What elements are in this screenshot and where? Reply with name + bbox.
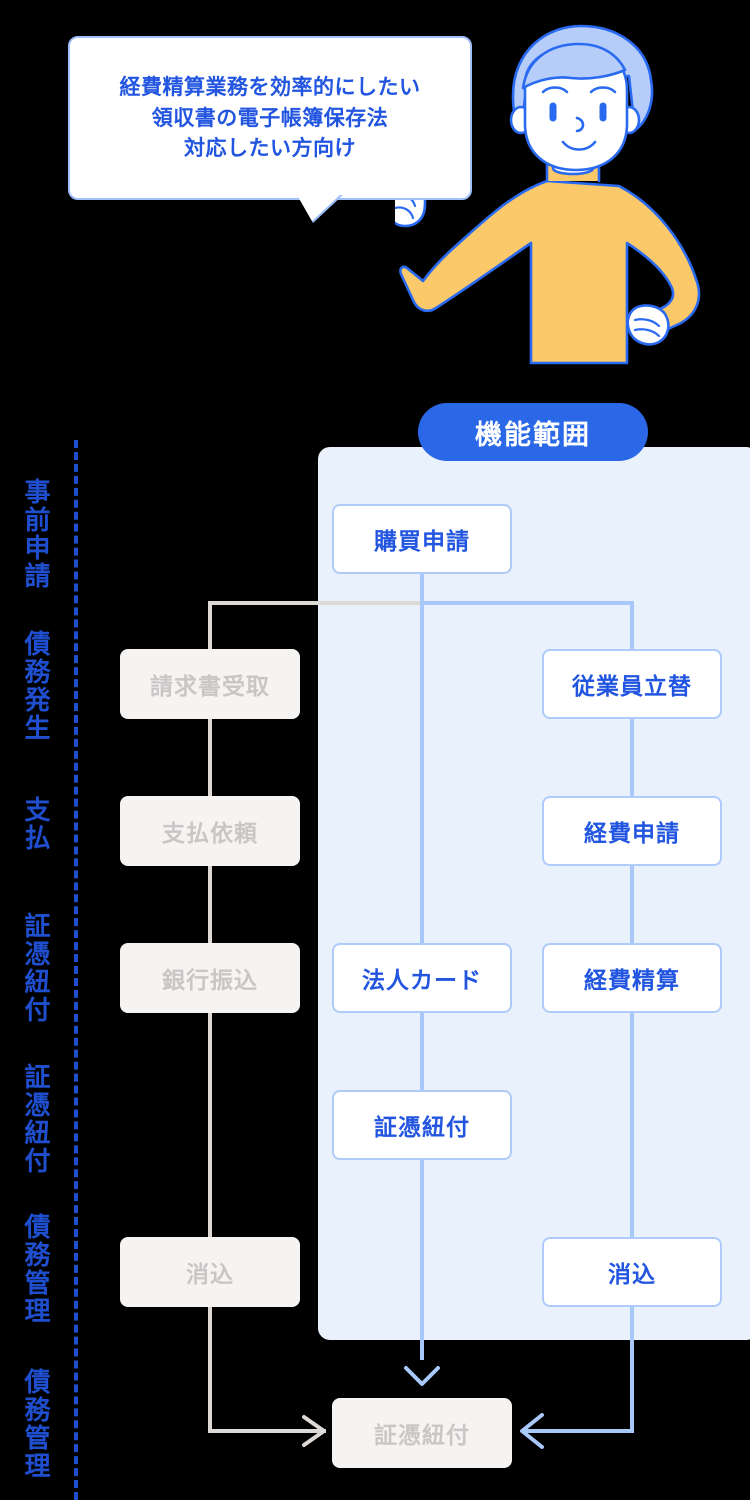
connector-right-2 [630,866,634,943]
scope-badge: 機能範囲 [418,403,648,461]
node-purchase-request[interactable]: 購買申請 [332,504,512,574]
stage-label-1: 債務発生 [20,630,50,742]
stage-divider-dashed-line [74,440,78,1500]
connector-right-3 [630,1013,634,1237]
node-reconcile-left[interactable]: 消込 [120,1237,300,1307]
stage-label-4: 証憑紐付 [20,1063,50,1175]
node-evidence-link-middle[interactable]: 証憑紐付 [332,1090,512,1160]
stage-label-6: 債務管理 [20,1368,50,1480]
connector-right-1 [630,719,634,796]
speech-bubble-text: 経費精算業務を効率的にしたい 領収書の電子帳簿保存法 対応したい方向け [120,72,421,163]
connector-grey-into-end [208,1429,326,1433]
scope-panel [318,447,750,1340]
connector-grey-1 [208,719,212,796]
stage-label-5: 債務管理 [20,1213,50,1325]
node-invoice-receipt[interactable]: 請求書受取 [120,649,300,719]
node-bank-transfer[interactable]: 銀行振込 [120,943,300,1013]
stage-label-2: 支払 [20,796,50,852]
speech-bubble-tail [296,193,342,221]
connector-mid-1 [420,601,424,943]
connector-branch-bar-blue [420,601,634,605]
node-expense-claim[interactable]: 経費申請 [542,796,722,866]
speech-line-0: 経費精算業務を効率的にしたい [119,75,421,100]
scope-badge-label: 機能範囲 [475,419,591,451]
arrow-blue-down-icon [404,1366,440,1386]
speech-line-2: 対応したい方向け [184,136,356,161]
connector-grey-left-drop [208,601,212,649]
arrow-grey-right-icon [302,1415,326,1447]
speech-bubble: 経費精算業務を効率的にしたい 領収書の電子帳簿保存法 対応したい方向け [68,36,472,200]
pointing-person-illustration [395,24,701,365]
speech-line-1: 領収書の電子帳簿保存法 [151,105,389,130]
node-corporate-card[interactable]: 法人カード [332,943,512,1013]
node-evidence-link-end[interactable]: 証憑紐付 [332,1398,512,1468]
node-reconcile-right[interactable]: 消込 [542,1237,722,1307]
connector-mid-3 [420,1160,424,1360]
connector-grey-4 [208,1307,212,1431]
node-expense-settlement[interactable]: 経費精算 [542,943,722,1013]
connector-mid-2 [420,1013,424,1090]
node-employee-advance[interactable]: 従業員立替 [542,649,722,719]
arrow-blue-left-icon [520,1413,544,1449]
connector-grey-2 [208,866,212,943]
connector-right-into-end [524,1429,634,1433]
connector-grey-3 [208,1013,212,1237]
connector-right-4 [630,1307,634,1431]
connector-purchase-stem [420,570,424,604]
connector-branch-bar-grey [208,601,422,605]
node-payment-request[interactable]: 支払依頼 [120,796,300,866]
connector-blue-right-drop [630,601,634,649]
stage-label-0: 事前申請 [20,478,50,590]
stage-label-3: 証憑紐付 [20,912,50,1024]
